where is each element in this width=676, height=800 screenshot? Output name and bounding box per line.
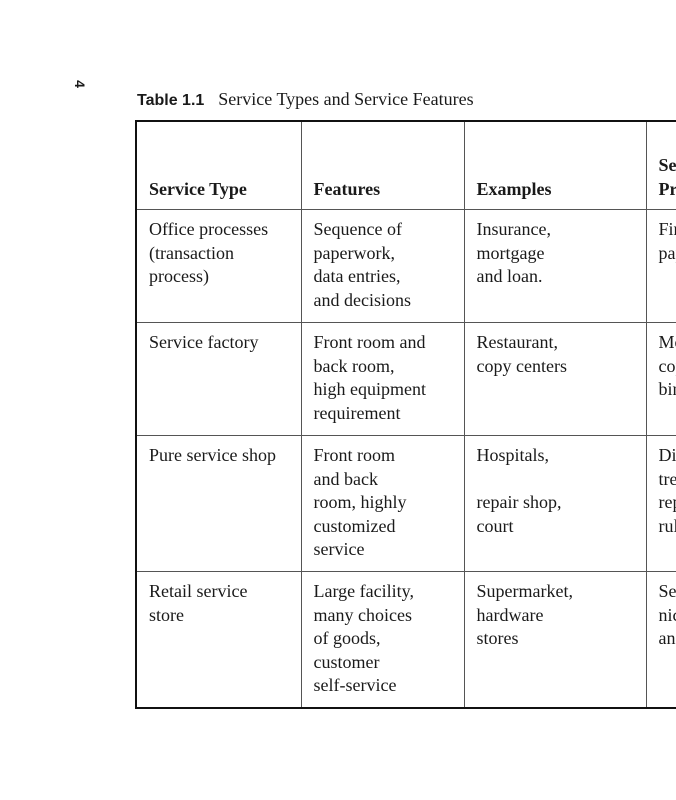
cell-examples: Insurance, mortgage and loan. xyxy=(463,209,647,323)
cell-fourth-column: Se nic and xyxy=(645,571,676,709)
cell-examples: Restaurant, copy centers xyxy=(463,322,647,436)
table-row: Retail service store Large facility, man… xyxy=(136,571,676,709)
table-caption-title: Service Types and Service Features xyxy=(218,89,474,109)
header-features: Features xyxy=(300,120,465,210)
cell-fourth-column: Mo cop bir xyxy=(645,322,676,436)
cell-fourth-column: Di tre rep rul xyxy=(645,435,676,572)
cell-service-type: Office processes (transaction process) xyxy=(136,209,302,323)
cell-examples: Hospitals, repair shop, court xyxy=(463,435,647,572)
table-row: Service factory Front room and back room… xyxy=(136,322,676,436)
cell-service-type: Service factory xyxy=(136,322,302,436)
table-row: Office processes (transaction process) S… xyxy=(136,209,676,323)
header-examples: Examples xyxy=(463,120,647,210)
cell-fourth-column: Fir pap xyxy=(645,209,676,323)
header-service-type: Service Type xyxy=(136,120,302,210)
header-fourth-column: Se Pr xyxy=(645,120,676,210)
table-caption-label: Table 1.1 xyxy=(137,92,205,109)
cell-features: Large facility, many choices of goods, c… xyxy=(300,571,465,709)
cell-features: Front room and back room, high equipment… xyxy=(300,322,465,436)
table-caption: Table 1.1 Service Types and Service Featu… xyxy=(137,88,474,112)
service-types-table: Service Type Features Examples Se Pr Off… xyxy=(135,120,676,709)
page-number: 4 xyxy=(72,80,88,88)
table-viewport: Service Type Features Examples Se Pr Off… xyxy=(135,120,676,710)
cell-service-type: Pure service shop xyxy=(136,435,302,572)
table-header-row: Service Type Features Examples Se Pr xyxy=(136,120,676,210)
cell-features: Front room and back room, highly customi… xyxy=(300,435,465,572)
table-row: Pure service shop Front room and back ro… xyxy=(136,435,676,572)
cell-features: Sequence of paperwork, data entries, and… xyxy=(300,209,465,323)
cell-service-type: Retail service store xyxy=(136,571,302,709)
cell-examples: Supermarket, hardware stores xyxy=(463,571,647,709)
